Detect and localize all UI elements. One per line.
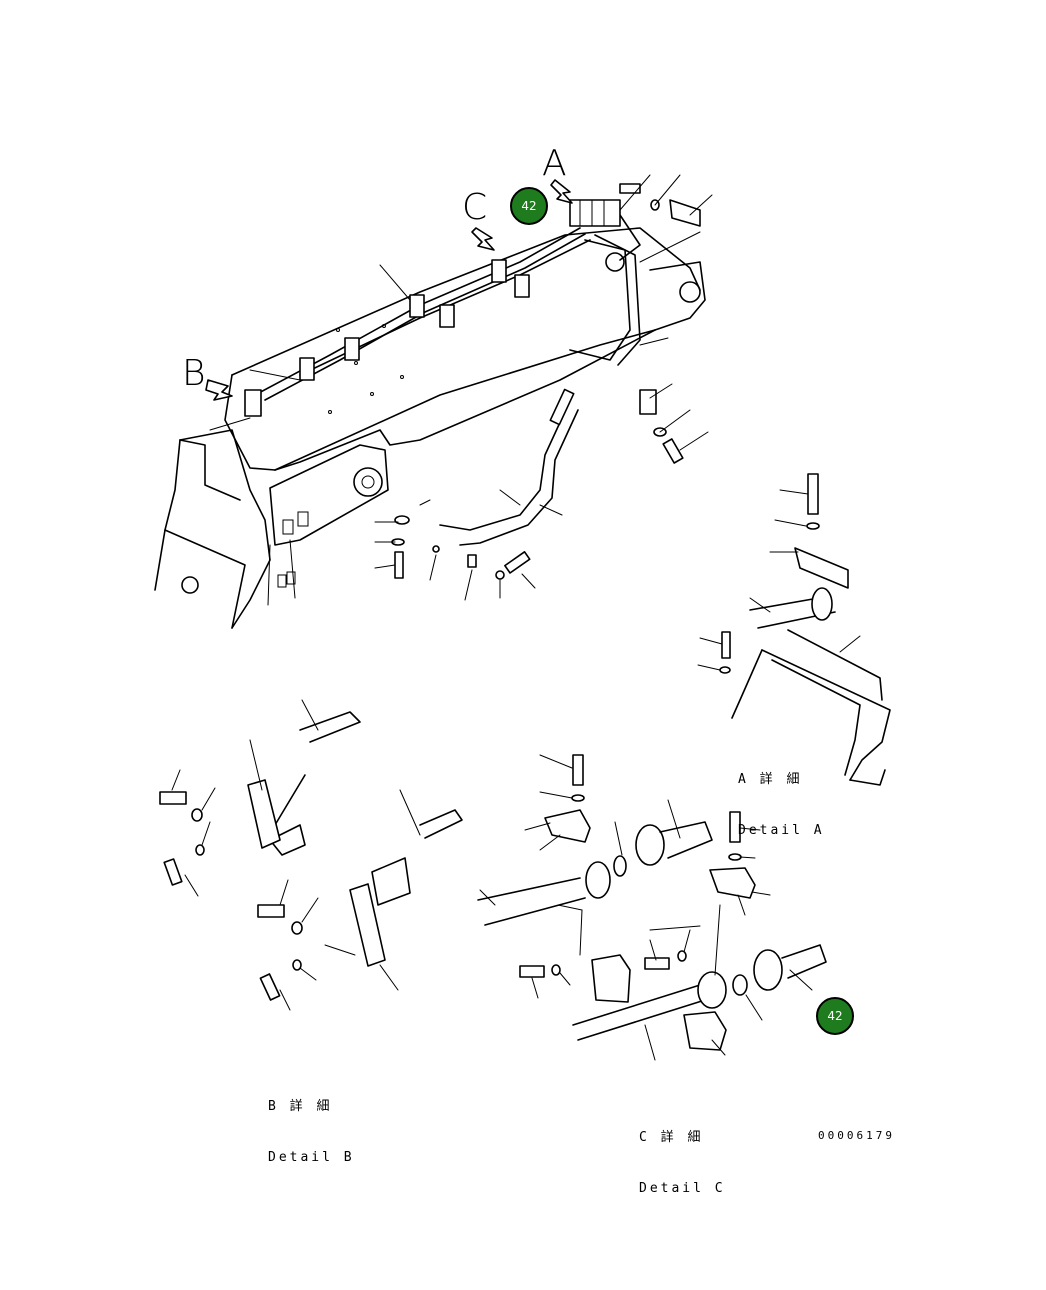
callout-badge-main[interactable]: 42 bbox=[510, 187, 548, 225]
view-letter-b: B bbox=[182, 353, 206, 394]
drawing-number: 00006179 bbox=[818, 1129, 895, 1142]
detail-a-caption-jp: A 詳 細 bbox=[738, 772, 803, 787]
detail-c-caption-jp: C 詳 細 bbox=[639, 1130, 704, 1145]
callout-badge-detail-c[interactable]: 42 bbox=[816, 997, 854, 1035]
detail-a-caption: A 詳 細 Detail A bbox=[738, 737, 825, 856]
detail-c-drawing bbox=[477, 754, 827, 1061]
detail-c-caption: C 詳 細 Detail C bbox=[639, 1095, 726, 1214]
detail-c-caption-en: Detail C bbox=[639, 1181, 726, 1196]
detail-b-caption-en: Detail B bbox=[268, 1150, 355, 1165]
detail-a-caption-en: Detail A bbox=[738, 823, 825, 838]
view-letter-c: C bbox=[462, 187, 488, 228]
boom-assembly bbox=[154, 174, 713, 629]
view-letter-a: A bbox=[542, 143, 567, 184]
detail-b-caption-jp: B 詳 細 bbox=[268, 1099, 333, 1114]
detail-b-drawing bbox=[159, 699, 463, 1011]
detail-a-drawing bbox=[697, 473, 891, 786]
detail-b-caption: B 詳 細 Detail B bbox=[268, 1064, 355, 1183]
